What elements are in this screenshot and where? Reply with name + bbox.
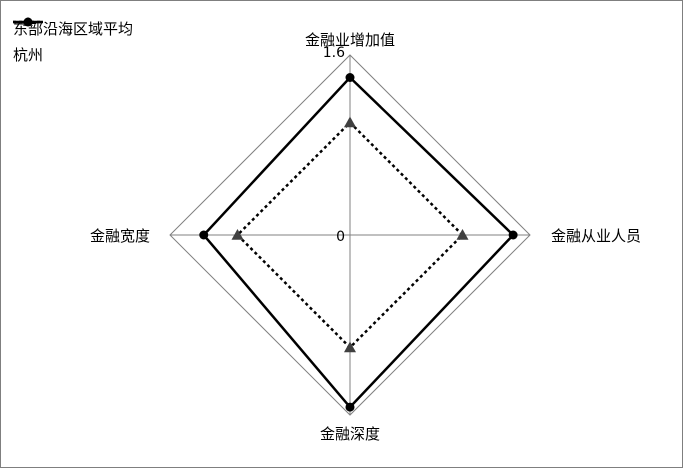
series-0-point-2 <box>344 341 356 353</box>
series-1-point-1 <box>508 230 518 240</box>
legend-label-regional-average: 东部沿海区域平均 <box>13 19 134 38</box>
series-0-point-1 <box>456 229 469 240</box>
legend: 东部沿海区域平均 杭州 <box>11 15 133 67</box>
series-0-point-3 <box>231 229 244 240</box>
series-line-1 <box>202 75 515 409</box>
axis-label-0: 金融业增加值 <box>305 31 395 49</box>
series-layer <box>199 73 518 412</box>
axis-label-2: 金融深度 <box>320 425 380 443</box>
tick-label-max: 1.6 <box>323 45 345 61</box>
series-1-point-2 <box>345 402 355 412</box>
legend-label-hangzhou: 杭州 <box>13 45 44 64</box>
tick-label-min: 0 <box>336 229 345 245</box>
series-1-point-0 <box>345 73 355 82</box>
axis-label-3: 金融宽度 <box>90 227 150 245</box>
legend-item-hangzhou: 杭州 <box>11 17 133 67</box>
series-0-point-0 <box>344 116 356 128</box>
radar-grid <box>169 54 531 416</box>
axis-label-1: 金融从业人员 <box>551 227 641 245</box>
series-1-point-3 <box>199 230 209 240</box>
legend-swatch-solid-circle <box>13 17 43 27</box>
